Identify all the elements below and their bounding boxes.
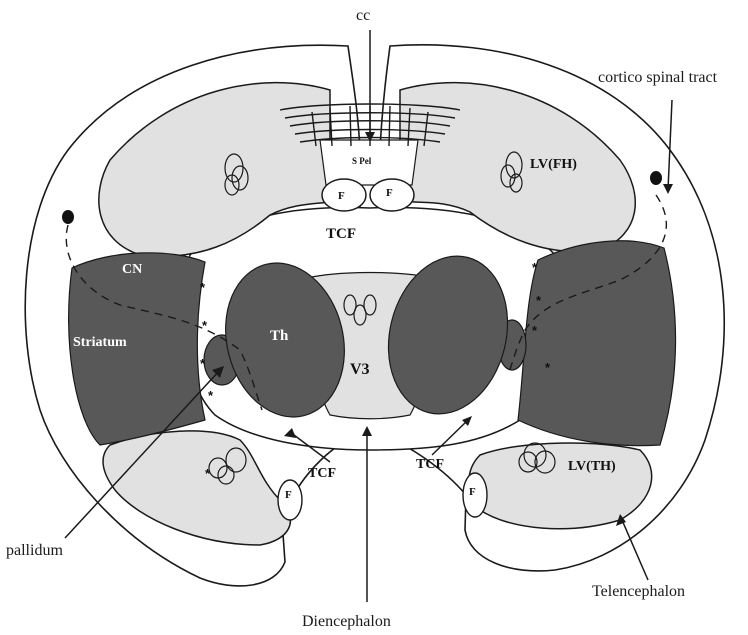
label-f-low-right: F <box>469 486 476 498</box>
label-s-pel: S Pel <box>352 156 372 166</box>
right-lower-lobe <box>469 443 652 529</box>
label-striatum: Striatum <box>73 335 127 350</box>
label-telencephalon: Telencephalon <box>592 583 685 600</box>
label-v3: V3 <box>350 361 370 378</box>
label-tcf-left: TCF <box>308 466 336 481</box>
label-f-right: F <box>386 187 393 199</box>
tract-dot-right <box>650 171 662 185</box>
label-f-left: F <box>338 190 345 202</box>
label-cn: CN <box>122 262 142 277</box>
label-tcf-right: TCF <box>416 457 444 472</box>
label-lv-th: LV(TH) <box>568 459 616 474</box>
right-striatum <box>518 241 676 446</box>
label-th: Th <box>270 328 289 344</box>
label-lv-fh: LV(FH) <box>530 157 577 172</box>
tract-dot-left <box>62 210 74 224</box>
label-cortico-spinal-tract: cortico spinal tract <box>598 69 718 86</box>
label-pallidum: pallidum <box>6 542 63 559</box>
label-cc: cc <box>356 7 370 24</box>
label-tcf-top: TCF <box>326 226 356 242</box>
label-diencephalon: Diencephalon <box>302 613 391 630</box>
label-f-low-left: F <box>285 489 292 501</box>
